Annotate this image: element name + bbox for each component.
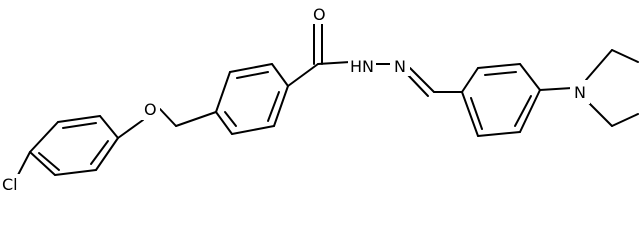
chemical-structure-canvas: Cl O O H N N N bbox=[1, 3, 639, 194]
atom-background bbox=[570, 80, 590, 104]
hydrazone-n2-label: N bbox=[394, 57, 406, 76]
bond bbox=[29, 121, 59, 153]
bond bbox=[519, 89, 541, 133]
aromatic-bond bbox=[38, 152, 60, 171]
imine-double-bond bbox=[407, 74, 429, 97]
aromatic-bond bbox=[484, 71, 517, 76]
atom-background bbox=[140, 98, 160, 120]
bond bbox=[99, 115, 119, 139]
central-benzene-ring bbox=[215, 63, 289, 135]
bond bbox=[585, 99, 613, 127]
aromatic-bond bbox=[224, 111, 237, 127]
amine-nitrogen-label: N bbox=[574, 83, 586, 102]
ether-oxygen-label: O bbox=[144, 100, 157, 119]
bond bbox=[273, 85, 289, 127]
aromatic-bond bbox=[236, 71, 269, 79]
bond bbox=[231, 125, 275, 135]
bond bbox=[29, 151, 56, 176]
atom-background bbox=[1, 174, 26, 193]
chlorophenyl-ring bbox=[29, 115, 119, 176]
bond bbox=[54, 169, 97, 176]
atom-background bbox=[390, 53, 410, 76]
bond bbox=[317, 61, 351, 65]
bond bbox=[17, 151, 31, 176]
aromatic-bond bbox=[90, 140, 109, 165]
bond bbox=[461, 67, 479, 93]
bond bbox=[611, 49, 639, 63]
bond bbox=[271, 63, 289, 87]
aromatic-bond bbox=[470, 97, 483, 130]
bond bbox=[287, 63, 319, 87]
bond bbox=[117, 119, 144, 139]
bond bbox=[215, 111, 233, 135]
aromatic-bond bbox=[62, 122, 97, 129]
bond bbox=[95, 137, 119, 171]
bond bbox=[461, 91, 479, 137]
bond bbox=[519, 63, 541, 91]
bond bbox=[477, 63, 521, 69]
molecule-diagram: Cl O O H N N N bbox=[1, 3, 639, 194]
hydrazone-n1-label: N bbox=[362, 57, 374, 76]
chlorine-atom-label: Cl bbox=[2, 175, 18, 194]
bond bbox=[215, 71, 231, 113]
bond bbox=[229, 63, 273, 73]
aromatic-bond bbox=[514, 95, 532, 127]
diethylaminophenyl-ring bbox=[461, 63, 541, 137]
hydrazone-h-label: H bbox=[350, 57, 362, 76]
bond bbox=[611, 113, 639, 127]
bond bbox=[57, 115, 101, 123]
atom-background bbox=[348, 51, 376, 76]
bond bbox=[159, 108, 177, 127]
bond bbox=[175, 111, 217, 127]
bond bbox=[585, 49, 613, 81]
atom-background bbox=[309, 3, 329, 24]
bond bbox=[539, 87, 573, 91]
carbonyl-oxygen-label: O bbox=[313, 5, 326, 24]
bond bbox=[409, 67, 435, 93]
bond bbox=[477, 131, 521, 137]
aromatic-bond bbox=[267, 91, 280, 122]
